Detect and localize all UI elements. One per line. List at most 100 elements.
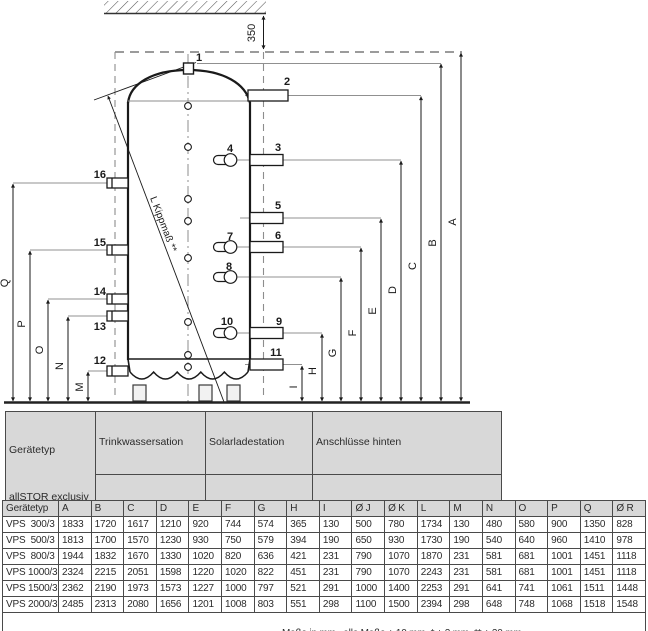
sensor-well-connections [212,153,238,340]
dimension-value-cell: 551 [286,596,320,613]
dimension-value-cell: 920 [188,516,223,533]
dimension-value-cell: 790 [351,564,386,581]
dimension-value-cell: 231 [318,564,353,581]
dimension-value-cell: 2051 [123,564,157,581]
dimension-value-cell: 1451 [579,564,614,581]
dimension-value-cell: 1511 [579,580,614,597]
dimension-value-cell: 797 [253,580,288,597]
dimension-value-cell: 641 [481,580,516,597]
dimension-value-cell: 581 [481,548,516,565]
footnote: Maße in mm, alle Maße ± 10 mm, * ± 2 mm,… [142,627,522,631]
dimension-value-cell: 1813 [58,532,92,549]
anschluesse-header: Anschlüsse hinten [312,411,502,475]
dimension-value-cell: 1730 [416,532,451,549]
dimension-value-cell: 1070 [384,564,418,581]
dimension-value-cell: 1227 [188,580,223,597]
dimension-value-cell: 748 [514,596,549,613]
dimension-value-cell: 1000 [221,580,255,597]
dimension-value-cell: 1410 [579,532,614,549]
dimension-value-cell: 780 [384,516,418,533]
dimension-value-cell: 960 [547,532,581,549]
dimension-value-cell: 574 [253,516,288,533]
column-header: H [286,500,320,517]
column-header: Ø R [612,500,646,517]
dimension-value-cell: 1700 [90,532,125,549]
svg-text:11: 11 [270,347,282,359]
footnote-cell: Maße in mm, alle Maße ± 10 mm, * ± 2 mm,… [2,612,646,631]
svg-text:8: 8 [226,261,232,273]
dimension-value-cell: 231 [449,548,483,565]
svg-text:12: 12 [94,355,106,367]
dimension-value-cell: 681 [514,548,549,565]
svg-text:E: E [367,307,379,314]
dimension-value-cell: 1598 [155,564,190,581]
dimension-value-cell: 2080 [123,596,157,613]
dimension-value-cell: 1870 [416,548,451,565]
dimension-value-cell: 1070 [384,548,418,565]
column-header: Ø K [384,500,418,517]
column-header: P [547,500,581,517]
dimension-value-cell: 900 [547,516,581,533]
dimension-value-cell: 500 [351,516,386,533]
svg-text:D: D [387,286,399,294]
dimension-value-cell: 1451 [579,548,614,565]
reference-lines [114,51,462,403]
column-header: F [221,500,255,517]
dimension-value-cell: 744 [221,516,255,533]
left-connections [106,177,129,377]
column-header: Ø J [351,500,386,517]
right-connections [247,89,289,371]
svg-text:7: 7 [227,231,233,243]
svg-text:15: 15 [94,237,106,249]
dimension-value-cell: 1570 [123,532,157,549]
svg-text:5: 5 [275,200,281,212]
dimension-value-cell: 1000 [351,580,386,597]
dimension-value-cell: 2243 [416,564,451,581]
dimension-value-cell: 1220 [188,564,223,581]
svg-text:B: B [427,239,439,246]
dimension-value-cell: 1548 [612,596,646,613]
dimension-value-cell: 1656 [155,596,190,613]
svg-text:I: I [288,385,300,388]
svg-text:P: P [16,320,28,327]
svg-text:M: M [74,382,86,391]
dimension-value-cell: 298 [318,596,353,613]
sensor-points [184,102,192,371]
dimension-value-cell: 648 [481,596,516,613]
sensor-well-labels: 4 7 8 10 [221,143,234,328]
dimension-value-cell: 231 [318,548,353,565]
svg-text:13: 13 [94,321,106,333]
dimension-value-cell: 579 [253,532,288,549]
dimension-value-cell: 1350 [579,516,614,533]
dimension-value-cell: 1944 [58,548,92,565]
dimension-value-cell: 1001 [547,564,581,581]
dimension-value-cell: 1833 [58,516,92,533]
connection-1-label: 1 [196,52,202,64]
dimension-value-cell: 190 [318,532,353,549]
device-type-cell: VPS 1000/3 [2,564,59,581]
svg-text:16: 16 [94,169,106,181]
dimension-value-cell: 1720 [90,516,125,533]
svg-text:10: 10 [221,316,233,328]
dimension-value-cell: 298 [449,596,483,613]
dimension-value-cell: 1210 [155,516,190,533]
svg-text:A: A [447,218,459,226]
column-header: E [188,500,223,517]
dimension-value-cell: 581 [481,564,516,581]
dimension-value-cell: 2190 [90,580,125,597]
dimension-letters: A B C D E F G H I Q P O N M [0,218,459,392]
dimension-value-cell: 650 [351,532,386,549]
column-header: M [449,500,483,517]
dimension-value-cell: 2253 [416,580,451,597]
left-connection-labels: 16 15 14 13 12 [94,169,107,367]
dimension-value-cell: 521 [286,580,320,597]
dimension-value-cell: 291 [449,580,483,597]
device-type-cell: VPS 2000/3 [2,596,59,613]
